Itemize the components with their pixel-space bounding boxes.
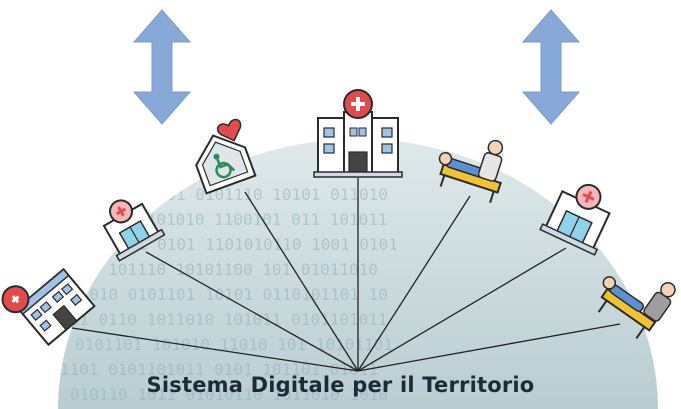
svg-text:101 0110 1011010 101011 010110: 101 0110 1011010 101011 0101101011 xyxy=(60,310,388,329)
right-vertical-arrow xyxy=(521,9,581,125)
care-home-wheelchair-icon xyxy=(195,118,257,195)
hospital-center-icon xyxy=(313,89,403,178)
connector-lines xyxy=(71,178,621,372)
svg-text:0101 101110 10101100 101 01011: 0101 101110 10101100 101 01011010 xyxy=(60,260,378,279)
hospital-large-icon xyxy=(1,267,96,347)
clinic-right-icon xyxy=(539,183,611,256)
svg-text:11010 0101101 10101 0110101101: 11010 0101101 10101 0110101101 10 xyxy=(70,285,388,304)
svg-text:1101 0101101011 0101 101101 01: 1101 0101101011 0101 101101 01011 xyxy=(60,360,378,379)
patient-stretcher-icon xyxy=(597,276,676,339)
clinic-icon xyxy=(102,199,166,262)
patient-bed-icon xyxy=(438,139,504,203)
svg-text:1010111 0101 1101010110 1001 0: 1010111 0101 1101010110 1001 0101 xyxy=(80,235,398,254)
svg-text:010110 1011 01010110 1011010 1: 010110 1011 01010110 1011010 1010 xyxy=(70,385,388,404)
diagram-caption: Sistema Digitale per il Territorio xyxy=(146,373,535,397)
left-vertical-arrow xyxy=(132,9,192,125)
